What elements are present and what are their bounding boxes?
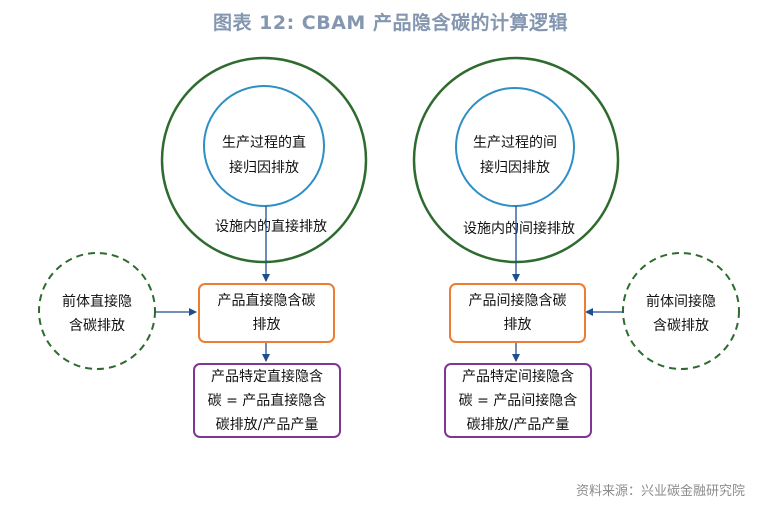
left-specific-text-3: 碳排放/产品产量 [215, 416, 319, 433]
left-process-circle [203, 85, 325, 207]
right-specific-text-3: 碳排放/产品产量 [466, 416, 570, 433]
left-precursor-text-2: 含碳排放 [69, 318, 125, 334]
right-specific-emission-box: 产品特定间接隐含 碳 = 产品间接隐含 碳排放/产品产量 [444, 363, 592, 438]
right-precursor-text-2: 含碳排放 [653, 318, 709, 334]
right-specific-text-1: 产品特定间接隐含 [462, 368, 574, 385]
left-specific-text-1: 产品特定直接隐含 [211, 368, 323, 385]
right-product-text-2: 排放 [503, 317, 532, 333]
left-product-emission-box: 产品直接隐含碳 排放 [198, 283, 335, 343]
left-facility-circle [160, 56, 368, 264]
right-process-circle [455, 87, 575, 207]
right-process-text-2: 接归因排放 [480, 159, 550, 176]
left-product-text-2: 排放 [252, 317, 281, 333]
left-product-text-1: 产品直接隐含碳 [217, 293, 316, 309]
right-process-text-1: 生产过程的间 [473, 135, 557, 151]
right-precursor-circle [622, 252, 740, 370]
left-precursor-circle [38, 252, 156, 370]
left-facility-text: 设施内的直接排放 [215, 218, 327, 235]
page-title: 图表 12: CBAM 产品隐含碳的计算逻辑 [213, 12, 568, 34]
left-process-text-2: 接归因排放 [229, 159, 299, 176]
source-note: 资料来源：兴业碳金融研究院 [575, 484, 745, 499]
right-specific-text-2: 碳 = 产品间接隐含 [458, 392, 578, 409]
right-facility-text: 设施内的间接排放 [463, 220, 575, 237]
right-precursor-text-1: 前体间接隐 [646, 293, 716, 310]
left-process-text-1: 生产过程的直 [222, 134, 306, 151]
left-specific-text-2: 碳 = 产品直接隐含 [207, 392, 327, 409]
right-product-text-1: 产品间接隐含碳 [468, 293, 567, 309]
left-precursor-text-1: 前体直接隐 [62, 293, 132, 310]
left-specific-emission-box: 产品特定直接隐含 碳 = 产品直接隐含 碳排放/产品产量 [193, 363, 341, 438]
right-product-emission-box: 产品间接隐含碳 排放 [449, 283, 586, 343]
